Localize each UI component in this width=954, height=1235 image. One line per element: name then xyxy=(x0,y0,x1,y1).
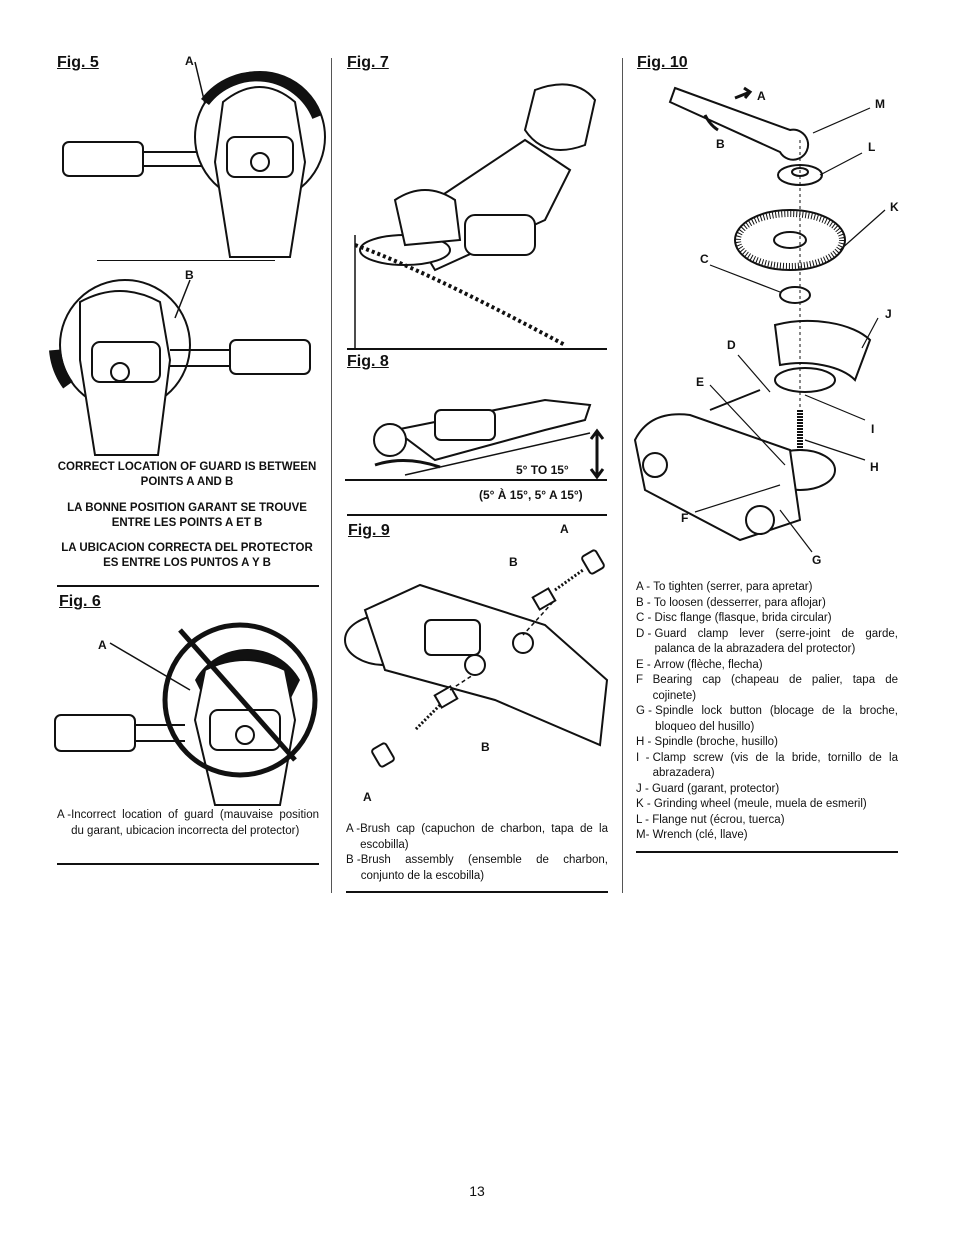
fig6-bottom-rule xyxy=(57,863,319,865)
fig10-legend-item: C - Disc flange (flasque, brida circular… xyxy=(636,611,898,627)
fig5-label-a: A xyxy=(185,54,194,68)
fig5-separator xyxy=(97,260,275,261)
legend-key: F xyxy=(636,674,653,686)
legend-text: Brush cap (capuchon de charbon, tapa de … xyxy=(360,823,608,851)
fig10-title: Fig. 10 xyxy=(637,54,688,71)
fig8-title: Fig. 8 xyxy=(347,353,389,370)
legend-key: A - xyxy=(346,823,361,835)
fig9-brush-assembly-illustration xyxy=(344,549,609,768)
fig7-grinder-in-hands-illustration xyxy=(354,83,597,350)
fig6-legend-item: A - Incorrect location of guard (mauvais… xyxy=(57,808,319,839)
legend-key: A - xyxy=(636,581,654,593)
legend-text: Wrench (clé, llave) xyxy=(652,829,748,841)
fig9-legend-item: B - Brush assembly (ensemble de charbon,… xyxy=(346,853,608,884)
fig9-bottom-rule xyxy=(346,891,608,893)
fig8-grinder-angle-illustration xyxy=(345,398,607,481)
legend-text: Incorrect location of guard (mauvaise po… xyxy=(71,809,319,837)
legend-text: Guard (garant, protector) xyxy=(651,782,780,795)
fig10-label-h: H xyxy=(870,460,879,474)
legend-text: Flange nut (écrou, tuerca) xyxy=(652,813,785,826)
fig10-legend-item: A - To tighten (serrer, para apretar) xyxy=(636,580,898,596)
fig10-label-d: D xyxy=(727,338,736,352)
page-number: 13 xyxy=(469,1183,485,1199)
fig10-label-b: B xyxy=(716,137,725,151)
legend-key: B - xyxy=(346,854,361,866)
fig5-caption-fr: LA BONNE POSITION GARANT SE TROUVE ENTRE… xyxy=(67,502,307,529)
legend-text: Arrow (flèche, flecha) xyxy=(653,658,763,671)
fig10-label-a: A xyxy=(757,89,766,103)
fig10-exploded-view-illustration xyxy=(633,86,886,553)
fig10-legend-item: H - Spindle (broche, husillo) xyxy=(636,735,898,751)
fig10-legend-item: J - Guard (garant, protector) xyxy=(636,782,898,798)
legend-key: M- xyxy=(636,829,653,841)
legend-key: H - xyxy=(636,736,655,748)
fig9-legend-item: A - Brush cap (capuchon de charbon, tapa… xyxy=(346,822,608,853)
fig5-caption-es: LA UBICACION CORRECTA DEL PROTECTOR ES E… xyxy=(61,542,313,569)
fig8-bottom-rule xyxy=(347,514,607,516)
fig10-legend-item: D - Guard clamp lever (serre-joint de ga… xyxy=(636,627,898,658)
fig5-grinder-top-illustration xyxy=(62,61,326,258)
legend-text: To loosen (desserrer, para aflojar) xyxy=(653,596,826,609)
fig10-legend-item: B - To loosen (desserrer, para aflojar) xyxy=(636,596,898,612)
legend-key: B - xyxy=(636,596,654,609)
fig7-bottom-rule xyxy=(347,348,607,350)
fig6-label-a: A xyxy=(98,638,107,652)
fig5-bottom-rule xyxy=(57,585,319,587)
column-divider-1 xyxy=(331,58,332,893)
fig10-legend-item: L - Flange nut (écrou, tuerca) xyxy=(636,813,898,829)
legend-key: L - xyxy=(636,813,653,826)
fig8-angle-label: 5° TO 15° xyxy=(516,463,569,477)
legend-key: C - xyxy=(636,612,655,624)
fig10-label-e: E xyxy=(696,375,705,389)
fig10-bottom-rule xyxy=(636,851,898,853)
legend-key: I - xyxy=(636,751,653,764)
fig6-title: Fig. 6 xyxy=(59,593,101,610)
legend-text: To tighten (serrer, para apretar) xyxy=(653,581,813,593)
legend-key: G - xyxy=(636,705,656,717)
legend-key: K - xyxy=(636,798,654,810)
fig10-label-k: K xyxy=(890,200,899,214)
fig6-incorrect-guard-illustration xyxy=(54,622,318,806)
fig5-label-b: B xyxy=(185,268,194,282)
fig10-label-m: M xyxy=(875,97,885,111)
legend-key: D - xyxy=(636,627,655,640)
fig8-angle-label-alt: (5° À 15°, 5° A 15°) xyxy=(479,488,583,502)
fig10-legend-item: K - Grinding wheel (meule, muela de esme… xyxy=(636,797,898,813)
fig9-label-a-top: A xyxy=(560,522,569,536)
legend-text: Disc flange (flasque, brida circular) xyxy=(654,612,832,624)
fig10-label-g: G xyxy=(812,553,822,567)
fig7-title: Fig. 7 xyxy=(347,54,389,71)
legend-key: J - xyxy=(636,782,652,795)
legend-key: E - xyxy=(636,658,654,671)
fig6-legend: A - Incorrect location of guard (mauvais… xyxy=(57,808,319,839)
fig9-label-b-top: B xyxy=(509,555,518,569)
fig9-label-a-bottom: A xyxy=(363,790,372,804)
fig9-title: Fig. 9 xyxy=(348,522,390,539)
fig9-label-b-bottom: B xyxy=(481,740,490,754)
fig10-legend-item: I - Clamp screw (vis de la bride, tornil… xyxy=(636,751,898,782)
fig10-label-i: I xyxy=(871,422,875,436)
legend-text: Brush assembly (ensemble de charbon, con… xyxy=(360,854,608,882)
fig10-legend-item: E - Arrow (flèche, flecha) xyxy=(636,658,898,674)
fig10-legend-item: F Bearing cap (chapeau de palier, tapa d… xyxy=(636,673,898,704)
fig5-title: Fig. 5 xyxy=(57,54,99,71)
fig10-label-f: F xyxy=(681,511,689,525)
legend-text: Clamp screw (vis de la bride, tornillo d… xyxy=(652,751,898,780)
legend-text: Grinding wheel (meule, muela de esmeril) xyxy=(653,798,867,810)
fig10-label-l: L xyxy=(868,140,876,154)
fig10-label-j: J xyxy=(885,307,892,321)
legend-text: Spindle (broche, husillo) xyxy=(654,736,778,748)
fig10-legend-item: G - Spindle lock button (blocage de la b… xyxy=(636,704,898,735)
fig10-label-c: C xyxy=(700,252,709,266)
fig10-legend-item: M- Wrench (clé, llave) xyxy=(636,828,898,844)
legend-text: Spindle lock button (blocage de la broch… xyxy=(655,705,898,733)
legend-text: Bearing cap (chapeau de palier, tapa de … xyxy=(652,674,898,702)
legend-key: A - xyxy=(57,809,72,821)
fig9-legend: A - Brush cap (capuchon de charbon, tapa… xyxy=(346,822,608,884)
fig10-legend: A - To tighten (serrer, para apretar) B … xyxy=(636,580,898,844)
fig5-grinder-rotated-illustration xyxy=(49,279,311,456)
column-divider-2 xyxy=(622,58,623,893)
legend-text: Guard clamp lever (serre-joint de garde,… xyxy=(654,627,898,656)
fig5-caption-en: CORRECT LOCATION OF GUARD IS BETWEEN POI… xyxy=(57,461,317,488)
